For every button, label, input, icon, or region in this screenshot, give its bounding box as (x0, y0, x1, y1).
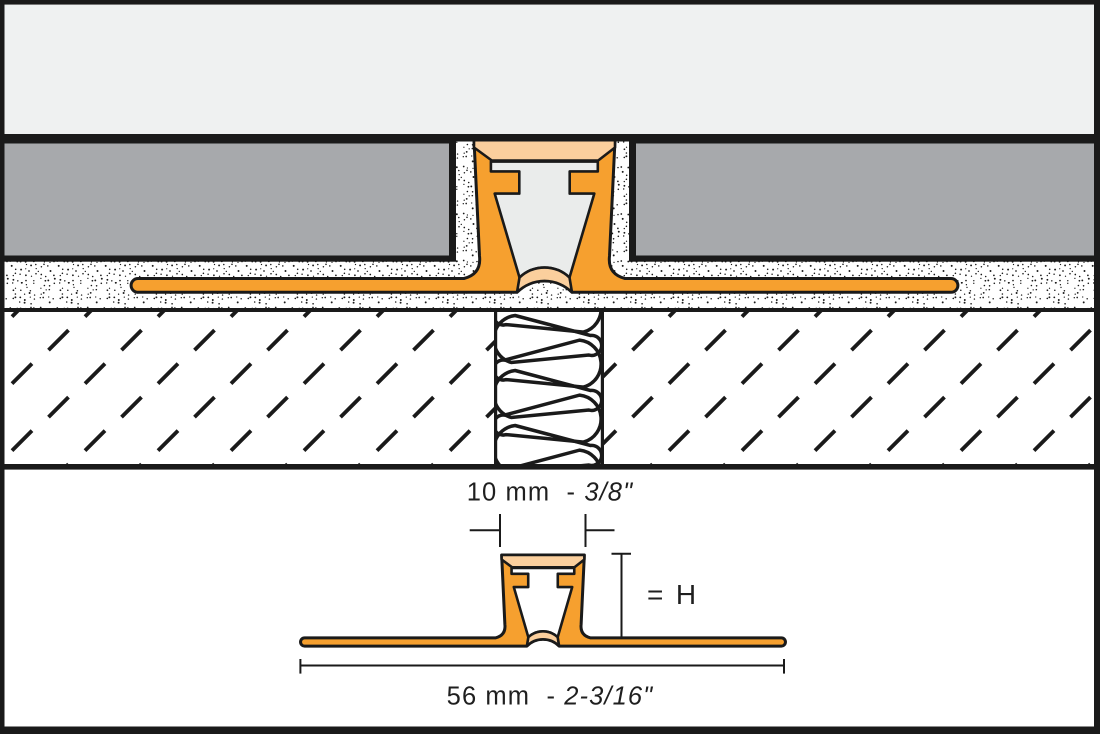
svg-text:= H: = H (647, 579, 699, 610)
svg-text:10 mm - 3/8": 10 mm - 3/8" (467, 479, 633, 507)
svg-text:56 mm - 2-3/16": 56 mm - 2-3/16" (447, 683, 654, 711)
